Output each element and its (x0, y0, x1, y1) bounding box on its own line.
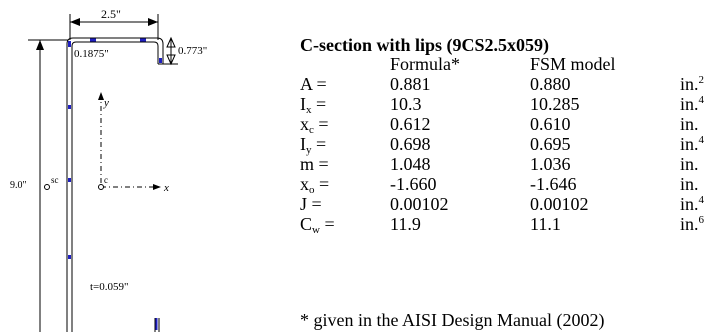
x-axis-label: x (163, 182, 169, 194)
unit: in. (680, 155, 699, 173)
symbol-letter: x (300, 114, 309, 134)
x-axis-arrow (153, 184, 161, 190)
footnote: * given in the AISI Design Manual (2002) (300, 310, 605, 330)
unit-exponent: 4 (698, 134, 705, 146)
unit-text: in. (680, 154, 699, 174)
unit: in.4 (680, 194, 705, 214)
y-axis-label: y (103, 97, 109, 109)
flange-width-label: 2.5" (101, 7, 121, 21)
formula-value: 0.881 (390, 74, 431, 94)
symbol-letter: C (300, 214, 313, 234)
centroid-marker (98, 184, 104, 190)
centroid-label: c (104, 175, 108, 185)
radius-label: 0.1875" (74, 48, 109, 60)
unit: in.2 (680, 74, 705, 94)
property-symbol: m = (300, 155, 329, 173)
unit-text: in. (680, 194, 699, 214)
flange-width-arrow-right (148, 18, 158, 26)
symbol-subscript: x (306, 104, 312, 116)
symbol-subscript: y (306, 144, 312, 156)
unit-exponent: 6 (698, 214, 705, 226)
unit: in. (680, 115, 699, 133)
fsm-value: 0.695 (530, 134, 571, 154)
property-symbol: A = (300, 75, 327, 93)
formula-value: -1.660 (390, 174, 437, 194)
shear-center-marker (44, 184, 50, 190)
fsm-value: 11.1 (530, 214, 561, 234)
formula-value: 0.698 (390, 134, 431, 154)
formula-value: 0.00102 (390, 194, 449, 214)
fsm-value: 0.880 (530, 74, 571, 94)
unit-text: in. (680, 114, 699, 134)
unit-text: in. (680, 74, 699, 94)
unit-exponent: 4 (698, 194, 705, 206)
unit: in. (680, 175, 699, 193)
symbol-subscript: o (309, 184, 315, 196)
unit-text: in. (680, 134, 699, 154)
symbol-subscript: c (309, 124, 314, 136)
table-title: C-section with lips (9CS2.5x059) (300, 35, 550, 55)
property-symbol: xo = (300, 174, 330, 196)
property-symbol: Ix = (300, 94, 327, 116)
symbol-letter: x (300, 174, 309, 194)
symbol-letter: A (300, 74, 313, 94)
fsm-value: 10.285 (530, 94, 580, 114)
fsm-value: 0.610 (530, 114, 571, 134)
fsm-node-dots (68, 38, 162, 330)
symbol-letter: J (300, 194, 308, 214)
symbol-subscript: w (312, 224, 320, 236)
equals-sign: = (312, 74, 327, 94)
symbol-letter: I (300, 134, 306, 154)
header-fsm-model: FSM model (530, 54, 616, 74)
formula-value: 11.9 (390, 214, 421, 234)
thickness-label: t=0.059" (90, 281, 129, 293)
lip-arrow-bottom (166, 54, 176, 66)
fsm-value: 1.036 (530, 154, 571, 174)
property-symbol: Iy = (300, 134, 327, 156)
equals-sign: = (313, 114, 329, 134)
unit-text: in. (680, 94, 699, 114)
depth-arrow-top (36, 40, 44, 50)
property-symbol: Cw = (300, 214, 335, 236)
formula-value: 0.612 (390, 114, 431, 134)
formula-value: 1.048 (390, 154, 431, 174)
unit-text: in. (680, 174, 699, 194)
equals-sign: = (311, 94, 327, 114)
equals-sign: = (314, 154, 329, 174)
fsm-value: -1.646 (530, 174, 577, 194)
depth-label: 9.0" (10, 180, 27, 191)
unit-exponent: 4 (698, 94, 705, 106)
unit: in.4 (680, 94, 705, 114)
unit: in.6 (680, 214, 705, 234)
equals-sign: = (314, 174, 330, 194)
equals-sign: = (319, 214, 335, 234)
equals-sign: = (307, 194, 322, 214)
formula-value: 10.3 (390, 94, 422, 114)
fsm-value: 0.00102 (530, 194, 589, 214)
symbol-letter: I (300, 94, 306, 114)
property-symbol: J = (300, 195, 322, 213)
unit-exponent: 2 (698, 74, 705, 86)
unit-text: in. (680, 214, 699, 234)
symbol-letter: m (300, 154, 315, 174)
shear-center-label: sc (51, 175, 59, 185)
y-axis-arrow (98, 92, 104, 100)
lip-label: 0.773" (178, 45, 207, 57)
section-outline (66, 37, 164, 332)
unit: in.4 (680, 134, 705, 154)
equals-sign: = (311, 134, 327, 154)
header-formula: Formula* (390, 54, 460, 74)
flange-width-arrow-left (70, 18, 80, 26)
property-symbol: xc = (300, 114, 329, 136)
lip-arrow-top (166, 36, 176, 48)
